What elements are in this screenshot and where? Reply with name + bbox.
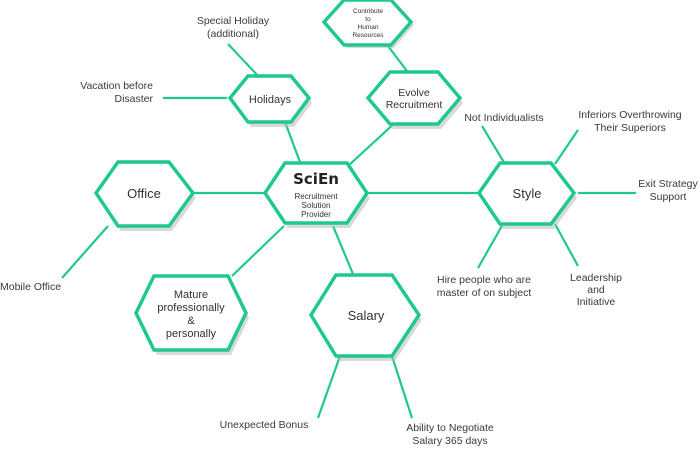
center-node — [262, 161, 370, 225]
center-subtitle-2: Solution — [302, 201, 331, 210]
hire-people-label-2: master of on subject — [437, 287, 532, 299]
mature-label-2: professionally — [157, 302, 225, 314]
hex-nodes — [93, 0, 577, 361]
contribute-label-3: Human — [358, 24, 379, 31]
special-holiday-label-2: (additional) — [207, 28, 259, 40]
mature-label-1: Mature — [174, 289, 208, 301]
link-evolve-contribute — [387, 45, 411, 76]
office-node — [93, 160, 196, 228]
holidays-node — [227, 74, 312, 124]
link-center-evolve — [347, 119, 399, 167]
hub-labels: SciEn Recruitment Solution Provider Holi… — [127, 8, 541, 340]
center-subtitle-3: Provider — [301, 210, 331, 219]
evolve-label-2: Recruitment — [386, 99, 443, 111]
connector-lines — [61, 43, 636, 419]
mature-label-4: personally — [166, 328, 217, 340]
contribute-label-4: Resources — [352, 32, 384, 39]
exit-strategy-label-2: Support — [650, 191, 687, 203]
center-title: SciEn — [293, 170, 339, 188]
contribute-hr-node — [321, 0, 414, 47]
holidays-label: Holidays — [249, 94, 292, 106]
link-center-mature — [231, 225, 285, 277]
office-label: Office — [127, 186, 161, 201]
leadership-label-2: and — [587, 284, 605, 296]
evolve-label-1: Evolve — [398, 87, 430, 99]
link-salary-negotiate — [390, 355, 414, 419]
mature-node — [134, 274, 248, 352]
salary-label: Salary — [348, 308, 385, 323]
leadership-label-1: Leadership — [570, 272, 622, 284]
mobile-office-label: Mobile Office — [0, 281, 61, 293]
salary-node — [308, 273, 422, 358]
evolve-recruitment-node — [365, 70, 463, 126]
link-holidays-special — [227, 43, 261, 79]
unexpected-bonus-label: Unexpected Bonus — [220, 419, 309, 431]
link-office-mobile — [61, 225, 109, 279]
exit-strategy-label-1: Exit Strategy — [638, 178, 698, 190]
link-style-leadership — [554, 223, 579, 267]
negotiate-label-2: Salary 365 days — [412, 435, 487, 447]
not-individualists-label: Not Individualists — [464, 112, 543, 124]
special-holiday-label-1: Special Holiday — [197, 15, 270, 27]
link-center-holidays — [283, 121, 302, 163]
contribute-label-2: to — [365, 16, 371, 23]
link-center-salary — [331, 225, 355, 275]
negotiate-label-1: Ability to Negotiate — [406, 422, 494, 434]
style-label: Style — [513, 186, 542, 201]
link-style-notindiv — [481, 125, 506, 165]
style-node — [476, 161, 577, 226]
leadership-label-3: Initiative — [577, 296, 616, 308]
vacation-label-2: Disaster — [114, 93, 153, 105]
inferiors-label-2: Their Superiors — [594, 122, 666, 134]
link-style-hire — [477, 223, 504, 269]
hire-people-label-1: Hire people who are — [437, 274, 531, 286]
contribute-label-1: Contribute — [353, 8, 383, 15]
center-subtitle-1: Recruitment — [294, 192, 338, 201]
inferiors-label-1: Inferiors Overthrowing — [578, 109, 681, 121]
link-style-inferiors — [554, 129, 579, 165]
link-salary-bonus — [316, 355, 342, 419]
leaf-labels: Special Holiday (additional) Vacation be… — [0, 15, 699, 447]
vacation-label-1: Vacation before — [80, 80, 153, 92]
mature-label-3: & — [187, 315, 195, 327]
